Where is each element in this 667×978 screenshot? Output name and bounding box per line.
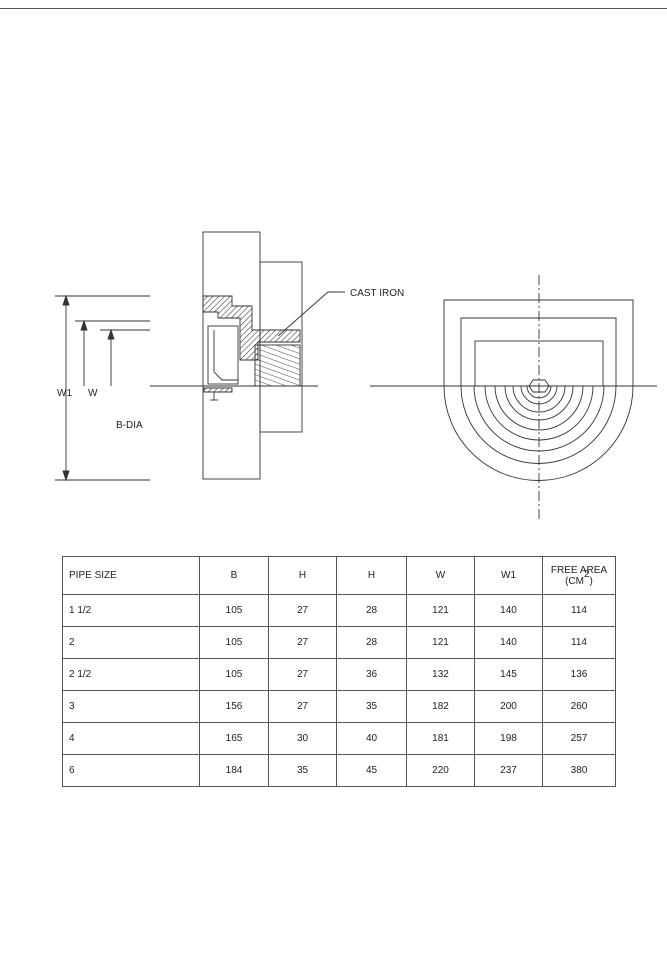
cell-h1: 35 — [268, 754, 337, 787]
cell-pipe-size: 2 1/2 — [62, 658, 200, 691]
cell-w1: 200 — [474, 690, 543, 723]
cast-iron-label: CAST IRON — [350, 288, 404, 299]
cell-pipe-size: 3 — [62, 690, 200, 723]
cell-w: 121 — [406, 626, 475, 659]
cell-h1: 27 — [268, 690, 337, 723]
dim-w1-label: W1 — [57, 388, 72, 399]
cell-free-area: 257 — [542, 722, 616, 755]
cell-b: 105 — [199, 594, 269, 627]
pipe-size-table: PIPE SIZE B H H W W1 FREE AREA (CM2) 1 1… — [62, 556, 616, 787]
table-row: 6 184 35 45 220 237 380 — [62, 754, 616, 787]
cell-h2: 40 — [336, 722, 407, 755]
header-free-area: FREE AREA (CM2) — [542, 556, 616, 595]
cell-pipe-size: 4 — [62, 722, 200, 755]
header-w1: W1 — [474, 556, 543, 595]
table-row: 2 1/2 105 27 36 132 145 136 — [62, 658, 616, 691]
top-border-line — [0, 8, 667, 9]
cell-pipe-size: 2 — [62, 626, 200, 659]
cell-h1: 27 — [268, 658, 337, 691]
cell-w1: 140 — [474, 626, 543, 659]
header-pipe-size: PIPE SIZE — [62, 556, 200, 595]
side-section-view — [150, 231, 345, 480]
cell-free-area: 114 — [542, 594, 616, 627]
table-header-row: PIPE SIZE B H H W W1 FREE AREA (CM2) — [62, 556, 616, 595]
cell-w1: 140 — [474, 594, 543, 627]
cell-b: 165 — [199, 722, 269, 755]
header-w: W — [406, 556, 475, 595]
table-row: 3 156 27 35 182 200 260 — [62, 690, 616, 723]
cell-w: 132 — [406, 658, 475, 691]
cell-h2: 28 — [336, 626, 407, 659]
table-row: 2 105 27 28 121 140 114 — [62, 626, 616, 659]
cell-b: 156 — [199, 690, 269, 723]
cell-w1: 198 — [474, 722, 543, 755]
cell-free-area: 380 — [542, 754, 616, 787]
technical-drawing: W1 W B-DIA CAST IRON — [55, 231, 657, 522]
free-area-unit: (CM2) — [565, 568, 593, 587]
cell-h2: 45 — [336, 754, 407, 787]
dimension-lines — [55, 294, 150, 482]
cell-w: 181 — [406, 722, 475, 755]
cell-free-area: 136 — [542, 658, 616, 691]
cell-b: 184 — [199, 754, 269, 787]
cell-h2: 36 — [336, 658, 407, 691]
cell-free-area: 114 — [542, 626, 616, 659]
free-area-title: FREE AREA — [550, 564, 608, 576]
cell-pipe-size: 1 1/2 — [62, 594, 200, 627]
cell-w1: 237 — [474, 754, 543, 787]
cell-b: 105 — [199, 626, 269, 659]
front-view — [370, 275, 657, 522]
cell-b: 105 — [199, 658, 269, 691]
cell-h1: 27 — [268, 594, 337, 627]
cell-h2: 35 — [336, 690, 407, 723]
dim-bdia-label: B-DIA — [116, 420, 143, 431]
header-h2: H — [336, 556, 407, 595]
cell-pipe-size: 6 — [62, 754, 200, 787]
cell-w1: 145 — [474, 658, 543, 691]
cell-free-area: 260 — [542, 690, 616, 723]
cell-w: 121 — [406, 594, 475, 627]
table-row: 4 165 30 40 181 198 257 — [62, 722, 616, 755]
table-row: 1 1/2 105 27 28 121 140 114 — [62, 594, 616, 627]
dim-w-label: W — [88, 388, 98, 399]
cell-h2: 28 — [336, 594, 407, 627]
header-b: B — [199, 556, 269, 595]
header-h1: H — [268, 556, 337, 595]
cell-w: 220 — [406, 754, 475, 787]
cell-h1: 27 — [268, 626, 337, 659]
cell-w: 182 — [406, 690, 475, 723]
cell-h1: 30 — [268, 722, 337, 755]
